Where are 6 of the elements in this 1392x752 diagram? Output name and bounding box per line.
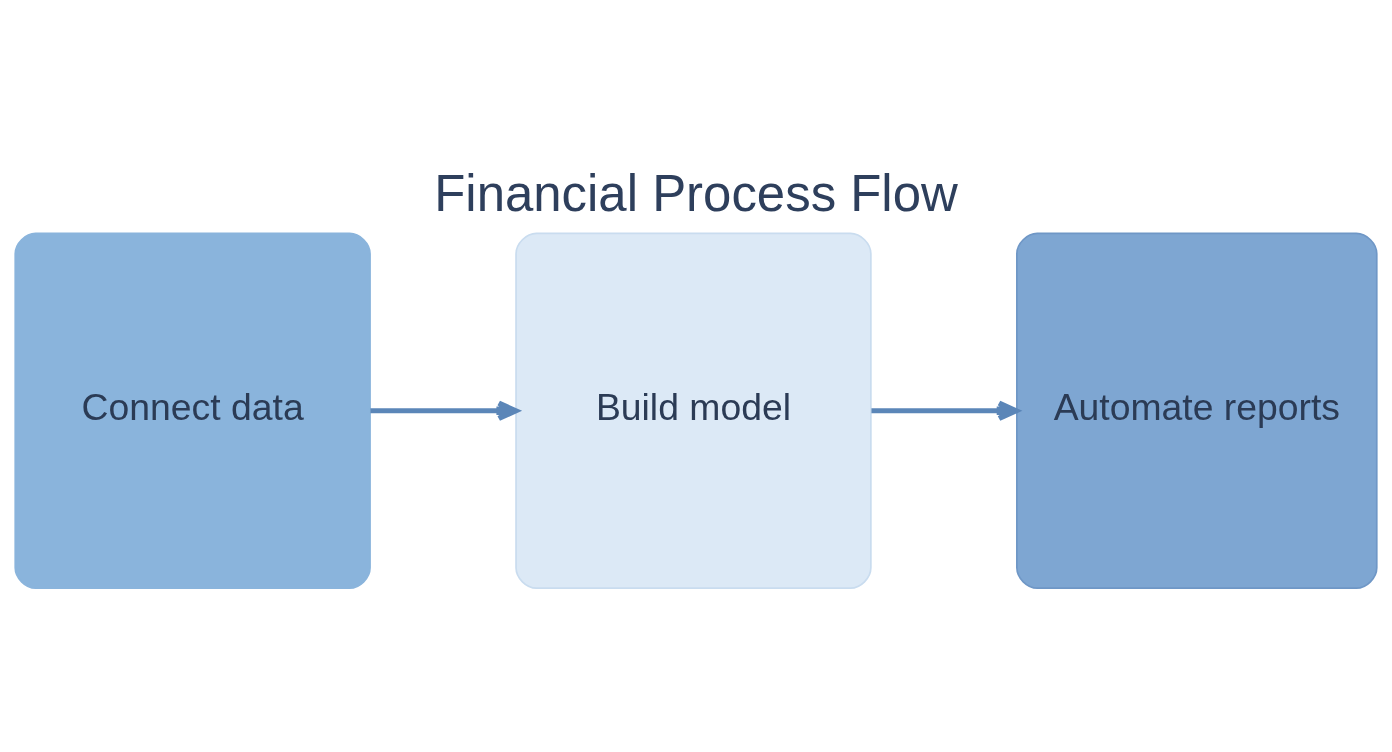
node-box: Connect data xyxy=(14,232,371,590)
node-box: Automate reports xyxy=(1016,232,1378,590)
diagram-title: Financial Process Flow xyxy=(434,165,958,223)
arrow xyxy=(370,400,519,421)
arrow xyxy=(871,400,1019,421)
node-box: Build model xyxy=(515,232,872,590)
